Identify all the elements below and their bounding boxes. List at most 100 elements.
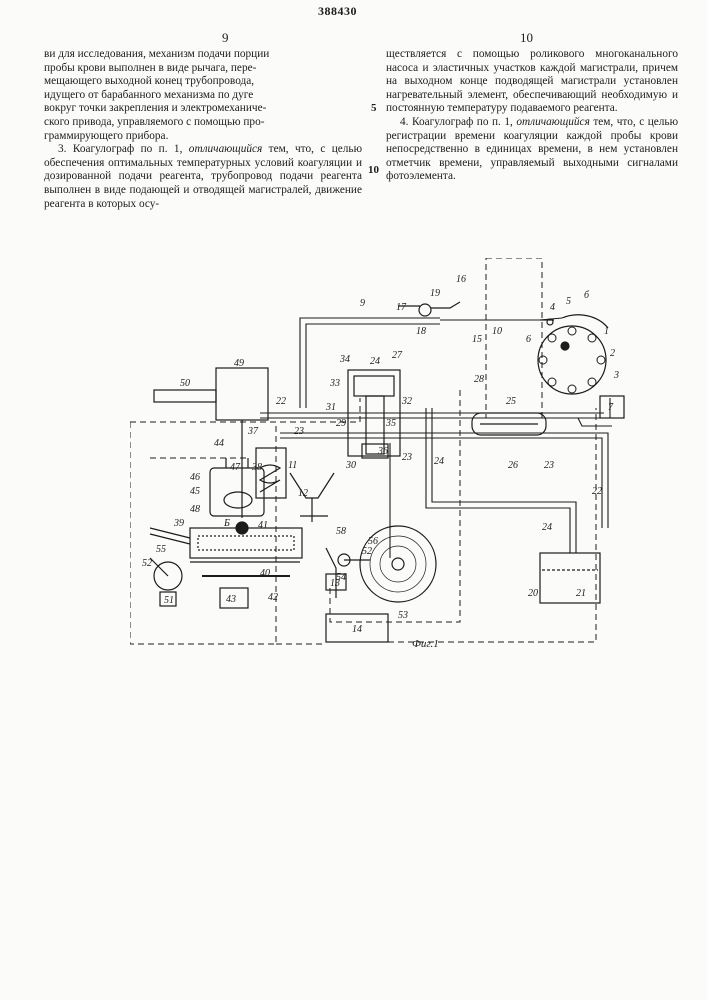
line-number-10: 10 xyxy=(368,164,379,176)
roller xyxy=(568,385,576,393)
coagulograph-diagram: 1 2 3 4 5 б 6 7 9 10 11 12 13 14 15 16 1… xyxy=(130,258,630,648)
text-line: пробы крови выполнен в виде рычага, пере… xyxy=(44,62,362,76)
page-number-right: 10 xyxy=(520,30,533,46)
label-24b: 24 xyxy=(434,456,444,467)
label-47: 47 xyxy=(230,462,241,473)
text-line: идущего от барабанного механизма по дуге xyxy=(44,89,362,103)
text-line: ского привода, управляемого с помощью пр… xyxy=(44,116,362,130)
label-11: 11 xyxy=(288,460,297,471)
valve-pipe xyxy=(431,302,460,308)
rod-50 xyxy=(154,390,216,402)
label-19: 19 xyxy=(430,288,440,299)
page-number-left: 9 xyxy=(222,30,229,46)
paragraph-continuation: ществляется с помощью роликового многока… xyxy=(386,48,678,116)
label-23c: 23 xyxy=(544,460,554,471)
line-number-5: 5 xyxy=(371,102,377,114)
label-55: 55 xyxy=(156,544,166,555)
claim-4: 4. Коагулограф по п. 1, отличающийся тем… xyxy=(386,116,678,184)
label-4: 4 xyxy=(550,302,555,313)
label-15: 15 xyxy=(472,334,482,345)
label-3: 3 xyxy=(613,370,619,381)
label-9: 9 xyxy=(360,298,365,309)
reel-53-winding xyxy=(370,536,426,592)
text-line: вокруг точки закрепления и электромехани… xyxy=(44,102,362,116)
label-46: 46 xyxy=(190,472,200,483)
label-33: 33 xyxy=(329,378,340,389)
label-22b: 22 xyxy=(592,486,602,497)
label-B: Б xyxy=(223,518,230,529)
label-29: 29 xyxy=(336,418,346,429)
label-42: 42 xyxy=(268,592,278,603)
label-52b: 52 xyxy=(362,546,372,557)
roller xyxy=(548,334,556,342)
funnel xyxy=(290,473,334,498)
label-34: 34 xyxy=(339,354,350,365)
label-41: 41 xyxy=(258,520,268,531)
valve-unit-top xyxy=(354,376,394,396)
label-27: 27 xyxy=(392,350,403,361)
lens xyxy=(224,492,252,508)
label-10: 10 xyxy=(492,326,502,337)
label-52a: 52 xyxy=(142,558,152,569)
label-21: 21 xyxy=(576,588,586,599)
figure-caption: Фиг.1 xyxy=(412,638,439,650)
label-20: 20 xyxy=(528,588,538,599)
text-line: ви для исследования, механизм подачи пор… xyxy=(44,48,362,62)
label-36: 36 xyxy=(377,446,388,457)
reel-53-winding xyxy=(380,546,416,582)
label-23b: 23 xyxy=(402,452,412,463)
label-17: 17 xyxy=(396,302,407,313)
label-38: 38 xyxy=(251,462,262,473)
label-5: 5 xyxy=(566,296,571,307)
pump-axle xyxy=(561,342,569,350)
label-23a: 23 xyxy=(294,426,304,437)
pipe xyxy=(470,418,612,426)
claim-3-start: 3. Коагулограф по п. 1, xyxy=(58,143,189,155)
roller xyxy=(588,378,596,386)
valve xyxy=(419,304,431,316)
claim-3: 3. Коагулограф по п. 1, отличающийся тем… xyxy=(44,143,362,211)
label-44: 44 xyxy=(214,438,224,449)
claim-4-emphasis: отличающийся xyxy=(516,116,589,128)
label-40: 40 xyxy=(260,568,270,579)
label-32: 32 xyxy=(401,396,412,407)
label-6: 6 xyxy=(526,334,531,345)
label-49: 49 xyxy=(234,358,244,369)
label-50: 50 xyxy=(180,378,190,389)
reel-arm xyxy=(150,558,168,576)
roller xyxy=(597,356,605,364)
label-30: 30 xyxy=(345,460,356,471)
label-48: 48 xyxy=(190,504,200,515)
label-53: 53 xyxy=(398,610,408,621)
block-49 xyxy=(216,368,268,420)
sample-drop xyxy=(236,522,248,534)
patent-number: 388430 xyxy=(318,4,357,19)
claim-3-emphasis: отличающийся xyxy=(189,143,262,155)
text-line: мещающего выходной конец трубопровода, xyxy=(44,75,362,89)
label-58: 58 xyxy=(336,526,346,537)
label-7: 7 xyxy=(608,402,614,413)
label-51: 51 xyxy=(164,595,174,606)
roller xyxy=(548,378,556,386)
right-text-column: ществляется с помощью роликового многока… xyxy=(386,48,678,184)
claim-4-start: 4. Коагулограф по п. 1, xyxy=(400,116,516,128)
pipe xyxy=(260,398,610,418)
label-18: 18 xyxy=(416,326,426,337)
label-28: 28 xyxy=(474,374,484,385)
label-54: 54 xyxy=(336,572,346,583)
label-31: 31 xyxy=(325,402,336,413)
cuvette-film xyxy=(198,536,294,550)
tape xyxy=(150,528,190,544)
dashed-control-line xyxy=(130,422,276,644)
label-12: 12 xyxy=(298,488,308,499)
label-2: 2 xyxy=(610,348,615,359)
label-35: 35 xyxy=(385,418,396,429)
label-16: 16 xyxy=(456,274,466,285)
roller xyxy=(588,334,596,342)
label-14: 14 xyxy=(352,624,362,635)
dashed-control-line xyxy=(486,258,542,418)
text-line: граммирующего прибора. xyxy=(44,130,362,144)
label-24c: 24 xyxy=(542,522,552,533)
reel-53-hub xyxy=(392,558,404,570)
roller xyxy=(539,356,547,364)
